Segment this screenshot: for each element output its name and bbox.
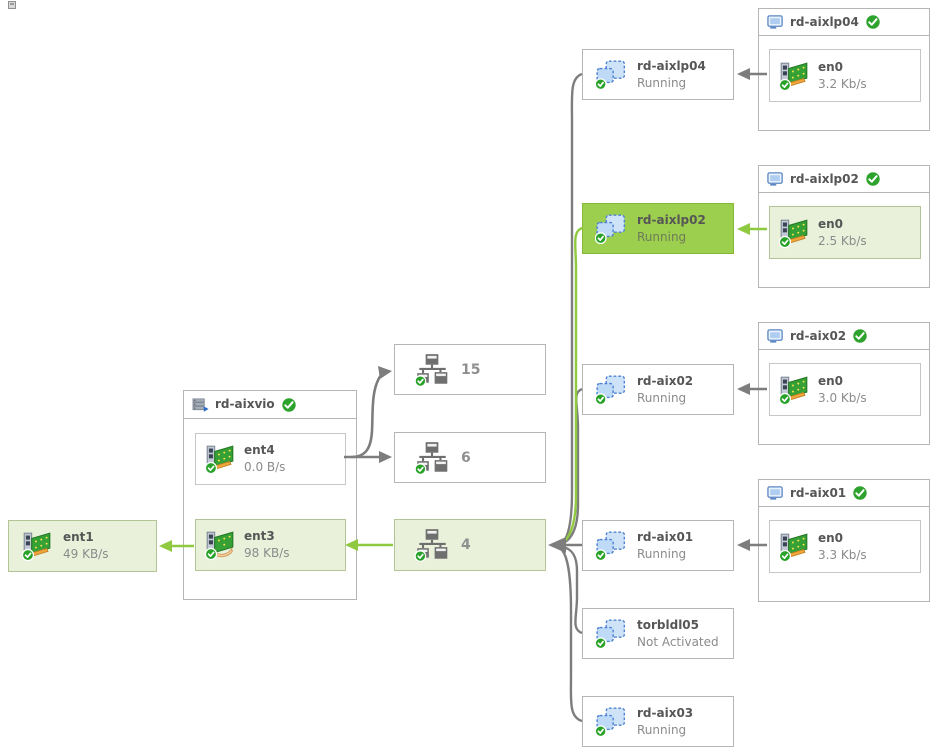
adapter-rate: 2.5 Kb/s — [818, 233, 867, 248]
host-card-header: rd-aixlp04 — [759, 9, 929, 36]
adapter-rate: 0.0 B/s — [244, 460, 286, 474]
status-check-icon — [852, 485, 868, 501]
vm-name: rd-aixlp04 — [637, 58, 706, 73]
adapter-name: en0 — [818, 216, 844, 231]
status-check-icon — [281, 397, 297, 413]
server-icon — [192, 397, 209, 413]
network-card-icon — [204, 443, 236, 475]
mini-server-icon — [8, 1, 16, 9]
adapter-name: en0 — [818, 530, 844, 545]
adapter-node-en0[interactable]: en0 3.3 Kb/s — [769, 520, 921, 573]
vm-node-rd-aix03[interactable]: rd-aix03 Running — [582, 696, 734, 747]
vm-name: rd-aix02 — [637, 373, 694, 388]
network-switch-icon — [413, 528, 451, 562]
adapter-rate: 49 KB/s — [63, 547, 109, 561]
vm-node-rd-aix01[interactable]: rd-aix01 Running — [582, 520, 734, 571]
monitor-icon — [767, 14, 784, 30]
vlan-label: 4 — [461, 537, 471, 553]
lpar-icon — [595, 60, 627, 90]
adapter-rate: 3.2 Kb/s — [818, 76, 867, 91]
network-switch-icon — [413, 353, 451, 387]
host-card-rd-aixlp02[interactable]: rd-aixlp02 en0 2.5 Kb/s — [758, 165, 930, 288]
vm-name: rd-aix03 — [637, 705, 694, 720]
host-card-rd-aix01[interactable]: rd-aix01 en0 3.3 Kb/s — [758, 479, 930, 602]
lpar-icon — [595, 707, 627, 737]
vio-server-card[interactable]: rd-aixvio ent4 0.0 B/s ent3 98 KB/s — [183, 390, 357, 600]
vm-node-torbldl05[interactable]: torbldl05 Not Activated — [582, 608, 734, 659]
vm-name: rd-aixlp02 — [637, 212, 706, 227]
host-card-header: rd-aix01 — [759, 480, 929, 507]
vlan-node-15[interactable]: 15 — [394, 344, 546, 395]
vm-status: Not Activated — [637, 634, 719, 649]
link-ent4-to-vlan15 — [350, 366, 392, 459]
host-title: rd-aixlp04 — [790, 14, 859, 29]
adapter-node-en0[interactable]: en0 2.5 Kb/s — [769, 206, 921, 259]
adapter-node-en0[interactable]: en0 3.2 Kb/s — [769, 49, 921, 102]
adapter-name: en0 — [818, 59, 844, 74]
adapter-name: en0 — [818, 373, 844, 388]
vm-node-rd-aix02[interactable]: rd-aix02 Running — [582, 364, 734, 415]
arrowhead-into-vlan4 — [548, 537, 566, 553]
status-check-icon — [865, 14, 881, 30]
lpar-icon — [595, 619, 627, 649]
vm-name: rd-aix01 — [637, 529, 694, 544]
host-card-rd-aix02[interactable]: rd-aix02 en0 3.0 Kb/s — [758, 322, 930, 445]
adapter-rate: 3.0 Kb/s — [818, 390, 867, 405]
host-title: rd-aix01 — [790, 485, 847, 500]
vm-node-rd-aixlp04[interactable]: rd-aixlp04 Running — [582, 49, 734, 100]
status-check-icon — [852, 328, 868, 344]
adapter-node-ent3[interactable]: ent3 98 KB/s — [195, 519, 346, 571]
adapter-node-ent1[interactable]: ent1 49 KB/s — [8, 520, 157, 572]
monitor-icon — [767, 328, 784, 344]
link-rd-aixlp02-to-vlan4 — [561, 226, 583, 545]
host-card-header: rd-aixlp02 — [759, 166, 929, 193]
lpar-icon — [595, 375, 627, 405]
vm-status: Running — [637, 546, 687, 561]
network-card-icon — [778, 217, 810, 249]
adapter-node-ent4[interactable]: ent4 0.0 B/s — [195, 433, 346, 485]
network-card-icon — [778, 531, 810, 563]
adapter-node-en0[interactable]: en0 3.0 Kb/s — [769, 363, 921, 416]
adapter-name: ent1 — [63, 530, 94, 544]
adapter-rate: 3.3 Kb/s — [818, 547, 867, 562]
shared-network-card-icon — [204, 529, 236, 561]
network-card-icon — [21, 530, 53, 562]
vm-name: torbldl05 — [637, 617, 700, 632]
vm-status: Running — [637, 390, 687, 405]
network-card-icon — [778, 60, 810, 92]
vlan-node-4[interactable]: 4 — [394, 519, 546, 571]
host-title: rd-aixlp02 — [790, 171, 859, 186]
monitor-icon — [767, 485, 784, 501]
vlan-node-6[interactable]: 6 — [394, 432, 546, 483]
host-title: rd-aix02 — [790, 328, 847, 343]
status-check-icon — [865, 171, 881, 187]
vm-status: Running — [637, 722, 687, 737]
lpar-icon — [595, 531, 627, 561]
network-switch-icon — [413, 441, 451, 475]
network-card-icon — [778, 374, 810, 406]
vlan-label: 15 — [461, 361, 481, 378]
host-card-header: rd-aix02 — [759, 323, 929, 350]
adapter-rate: 98 KB/s — [244, 546, 290, 560]
host-card-rd-aixlp04[interactable]: rd-aixlp04 en0 3.2 Kb/s — [758, 8, 930, 131]
vlan-label: 6 — [461, 449, 471, 466]
lpar-icon — [595, 214, 627, 244]
vm-node-rd-aixlp02[interactable]: rd-aixlp02 Running — [582, 203, 734, 254]
vio-card-header: rd-aixvio — [184, 391, 356, 419]
monitor-icon — [767, 171, 784, 187]
adapter-name: ent4 — [244, 443, 275, 457]
vio-title: rd-aixvio — [215, 397, 275, 411]
vm-status: Running — [637, 75, 687, 90]
vm-status: Running — [637, 229, 687, 244]
link-vms-to-vlan4 — [559, 72, 583, 723]
adapter-name: ent3 — [244, 529, 275, 543]
